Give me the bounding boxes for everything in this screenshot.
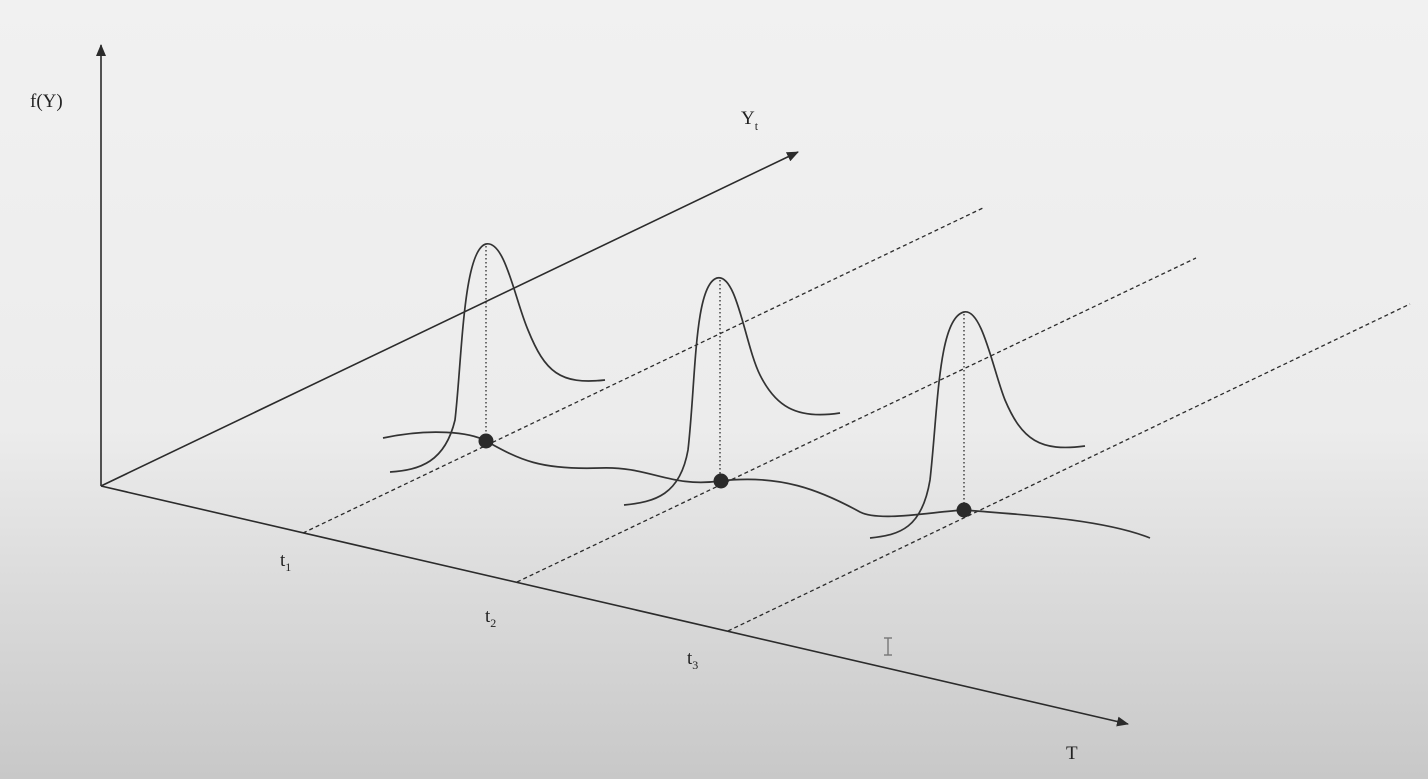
mean-point-t1 (478, 433, 494, 449)
time-axis (100, 485, 1129, 727)
depth-axis-label: Yt (741, 108, 759, 133)
guide-line-t1 (302, 206, 986, 534)
time-tick-t2: t2 (485, 606, 496, 630)
sample-path-curve (382, 431, 1151, 539)
time-axis-label: T (1066, 743, 1078, 764)
time-tick-t1: t1 (280, 550, 291, 574)
time-tick-t3: t3 (687, 648, 698, 672)
text-cursor-icon (884, 637, 892, 656)
mean-point-t3 (956, 502, 972, 518)
density-curve-t2 (623, 277, 841, 506)
density-curve-t1 (389, 243, 606, 473)
guide-line-t3 (727, 303, 1411, 632)
vertical-axis-label: f(Y) (30, 91, 63, 112)
mean-point-t2 (713, 473, 729, 489)
depth-axis (100, 151, 799, 487)
density-curve-t3 (869, 311, 1086, 539)
guide-line-t2 (516, 257, 1197, 583)
